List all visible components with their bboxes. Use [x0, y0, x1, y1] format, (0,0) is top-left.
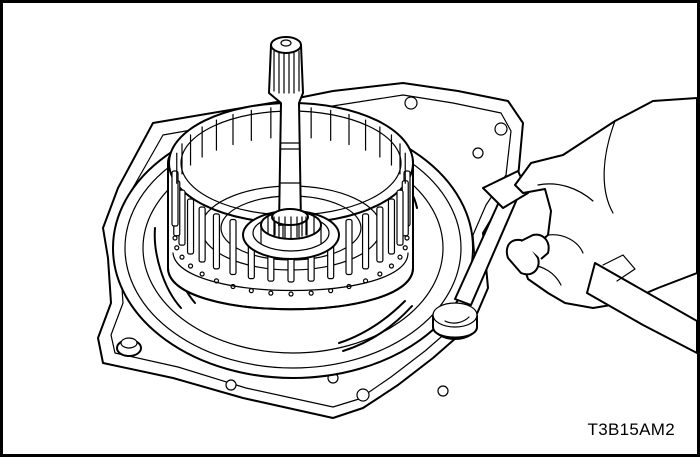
hand-illustration — [505, 97, 697, 354]
bolt-illustration — [116, 337, 142, 357]
input-shaft-illustration — [268, 36, 309, 239]
transmission-illustration — [97, 36, 697, 419]
mallet-illustration — [432, 170, 529, 340]
figure-code: T3B15AM2 — [587, 420, 675, 439]
clutch-slots — [171, 106, 411, 297]
